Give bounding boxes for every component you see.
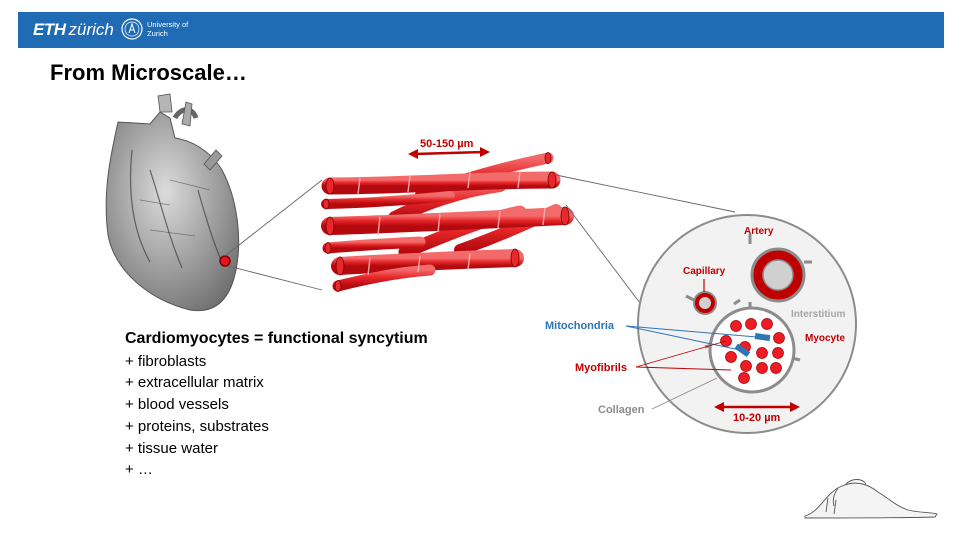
slide-title: From Microscale… bbox=[50, 60, 247, 85]
bullet-item: + … bbox=[125, 461, 153, 479]
bullet-item: + extracellular matrix bbox=[125, 374, 264, 392]
bullet-list: Cardiomyocytes = functional syncytium + … bbox=[125, 328, 428, 481]
bullet-item: + fibroblasts bbox=[125, 352, 207, 370]
tissue-cross-section bbox=[637, 214, 857, 434]
bullet-item: + tissue water bbox=[125, 439, 218, 457]
collagen-label: Collagen bbox=[598, 404, 645, 416]
capillary-label: Capillary bbox=[683, 266, 726, 277]
artery-shape bbox=[733, 234, 812, 306]
fiber-length-label: 50-150 µm bbox=[420, 138, 474, 150]
myocyte-label: Myocyte bbox=[805, 333, 845, 344]
uzh-seal-icon bbox=[121, 18, 143, 40]
header-bar-notch bbox=[38, 48, 926, 60]
elephant-sketch-icon bbox=[804, 479, 938, 519]
bullet-item: + proteins, substrates bbox=[125, 417, 269, 435]
bullet-item: + blood vessels bbox=[125, 396, 229, 414]
header-bar bbox=[18, 12, 944, 48]
cell-size-label: 10-20 µm bbox=[733, 412, 781, 424]
mitochondria-label: Mitochondria bbox=[545, 320, 615, 332]
muscle-fiber-bundle bbox=[321, 152, 574, 292]
bullet-lead: Cardiomyocytes = functional syncytium bbox=[125, 330, 428, 347]
interstitium-label: Interstitium bbox=[791, 309, 846, 320]
heart-illustration bbox=[105, 93, 240, 312]
myofibrils-label: Myofibrils bbox=[575, 362, 627, 374]
artery-label: Artery bbox=[744, 226, 774, 237]
capillary-shape bbox=[685, 291, 717, 315]
uzh-logo-text: University of Zurich bbox=[147, 20, 189, 38]
